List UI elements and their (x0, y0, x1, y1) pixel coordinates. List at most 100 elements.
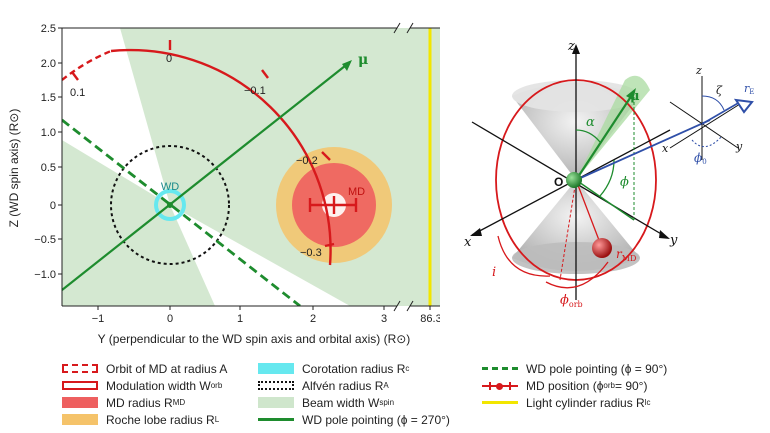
legend-item-pole-90: WD pole pointing (ϕ = 90°) (480, 360, 667, 377)
legend-sub: orb (603, 381, 615, 390)
legend-label: MD radius R (106, 395, 173, 410)
axis-break-top-1 (393, 22, 401, 34)
legend-label: Roche lobe radius R (106, 412, 215, 427)
orbit-phase-label: −0.2 (296, 155, 318, 167)
mu-label: μ (358, 52, 368, 68)
beam-cone (576, 75, 650, 180)
inset-x-label: x (662, 142, 669, 155)
orbit-tick-minus01 (261, 69, 269, 79)
inset-y-label: y (735, 140, 743, 153)
inset-zeta-arc (701, 95, 725, 111)
md-radius-line (575, 179, 603, 249)
legend-item-orbit: Orbit of MD at radius A (60, 360, 227, 377)
legend-swatch-light-cylinder (480, 396, 520, 410)
axis-break-top-2 (406, 22, 414, 34)
inset-r-vector (701, 101, 741, 125)
y-tick-label: 0 (50, 200, 56, 212)
mu-3d-label: μ (630, 89, 640, 104)
r-md-label: rMD (616, 247, 636, 263)
orbit-phase-label: 0 (166, 53, 172, 65)
inset-rE-label: rE (744, 82, 754, 96)
corotation-circle (154, 189, 186, 221)
x-tick-label: 86.3 (420, 313, 440, 325)
x-axis-title: Y (perpendicular to the WD spin axis and… (98, 332, 411, 346)
x-tick-label: 3 (381, 313, 387, 325)
inset-y-axis (669, 101, 739, 149)
y-tick-label: −0.5 (34, 234, 56, 246)
inset-phi0-label: ϕ0 (694, 151, 707, 166)
legend-swatch-orbit (60, 362, 100, 376)
legend-swatch-modulation (60, 379, 100, 393)
legend-swatch-beam (256, 396, 296, 410)
axis-break-bottom-1 (393, 300, 401, 312)
orbit-phase-line (559, 179, 577, 281)
x-tick-label: 0 (167, 313, 173, 325)
phi-label: ϕ (620, 175, 629, 190)
wd-pole-line-90 (62, 118, 301, 306)
orbit-phase-label: −0.1 (244, 85, 266, 97)
legend-label: Light cylinder radius R (526, 395, 645, 410)
legend-swatch-roche (60, 413, 100, 427)
phi-orb-label: ϕorb (560, 293, 583, 309)
legend-item-pole-270: WD pole pointing (ϕ = 270°) (256, 411, 450, 428)
legend: Orbit of MD at radius A Modulation width… (60, 360, 760, 433)
orbit-tick-01 (71, 71, 79, 81)
orbit-arc-solid (110, 48, 332, 266)
i-label: i (492, 265, 496, 280)
axis-break-bottom-2 (406, 300, 414, 312)
y-tick-label: 1.5 (41, 92, 56, 104)
orbit-phase-label: −0.3 (300, 247, 322, 259)
x-tick-label: −1 (92, 313, 105, 325)
right-3d-diagram: z x y α ϕ i μ O rMD ϕorb z ζ rE x y ϕ0 (464, 39, 754, 309)
y-tick-label: −1.0 (34, 269, 56, 281)
left-plot: 2.5 2.0 1.5 1.0 0.5 0 −0.5 −1.0 −1 0 1 2… (7, 22, 440, 346)
y-tick-label: 1.0 (41, 127, 56, 139)
legend-sub: MD (172, 398, 186, 407)
legend-label: WD pole pointing (ϕ = 90°) (526, 361, 668, 376)
y-axis-label: y (669, 233, 678, 248)
orbit-tick-minus02 (321, 151, 331, 161)
orbit-arc-dashed (62, 49, 112, 81)
legend-label: WD pole pointing (ϕ = 270°) (302, 412, 450, 427)
y-tick-label: 0.5 (41, 162, 56, 174)
y-axis-title: Z (WD spin axis) (R⊙) (7, 109, 21, 228)
alpha-arc (575, 129, 601, 143)
legend-label: MD position (ϕ (526, 378, 604, 393)
mu-projection (575, 179, 635, 221)
legend-swatch-md-position (480, 379, 520, 393)
legend-col-3: WD pole pointing (ϕ = 90°) MD position (… (480, 360, 667, 411)
inset-z-label: z (695, 64, 702, 77)
legend-label: Corotation radius R (302, 361, 406, 376)
wd-label: WD (161, 181, 179, 193)
alfven-circle (110, 145, 230, 265)
z-axis-label: z (567, 39, 575, 54)
inset-zeta-label: ζ (716, 84, 723, 97)
legend-label: Alfvén radius R (302, 378, 384, 393)
legend-sub: orb (210, 381, 223, 390)
mu-vector (575, 91, 635, 181)
md-label: MD (348, 186, 365, 198)
alpha-label: α (586, 115, 595, 130)
legend-suffix: = 90°) (614, 378, 648, 393)
z-axis-arrow (572, 44, 580, 54)
orbit-phase-label: 0.1 (70, 87, 85, 99)
legend-swatch-corotation (256, 362, 296, 376)
legend-label: Beam width W (302, 395, 380, 410)
wd-dot (167, 202, 173, 208)
legend-swatch-md-radius (60, 396, 100, 410)
legend-swatch-pole-90 (480, 362, 520, 376)
legend-sub: c (405, 364, 410, 373)
x-axis-label: x (464, 235, 472, 250)
legend-swatch-pole-270 (256, 413, 296, 427)
x-tick-label: 2 (310, 313, 316, 325)
x-axis-arrow (470, 228, 482, 236)
origin-label: O (554, 175, 563, 189)
legend-sub: lc (644, 398, 651, 407)
